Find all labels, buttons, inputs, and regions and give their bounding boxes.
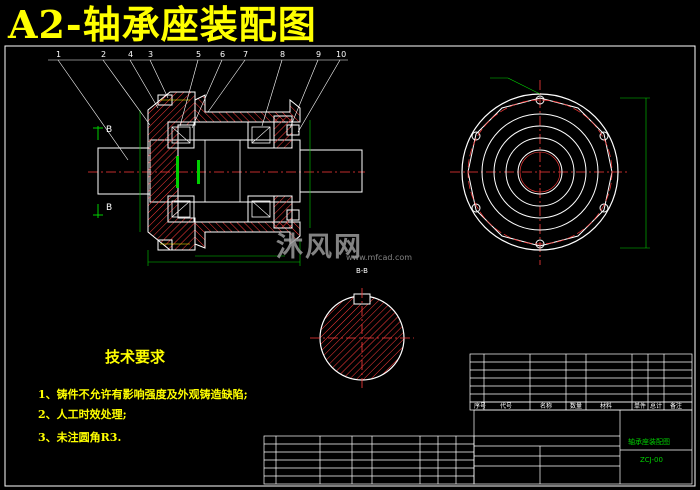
drawing-title: A2-轴承座装配图 — [8, 2, 317, 47]
balloon-5: 5 — [196, 50, 201, 59]
balloon-9: 9 — [316, 50, 321, 59]
title-block-text: 序号 代号 名称 数量 材料 单件 总计 备注 轴承座装配图 ZCJ-00 — [474, 402, 682, 464]
header-material: 材料 — [600, 402, 612, 410]
tech-req-title: 技术要求 — [105, 348, 166, 366]
side-view — [450, 77, 650, 265]
balloon-1: 1 — [56, 50, 61, 59]
section-label-top: B — [106, 125, 112, 135]
watermark-url: www.mfcad.com — [346, 253, 413, 262]
title-block — [263, 353, 693, 485]
balloon-8: 8 — [280, 50, 285, 59]
header-code: 代号 — [500, 402, 512, 410]
balloon-3: 3 — [148, 50, 153, 59]
header-total: 总计 — [650, 402, 662, 410]
header-remark: 备注 — [670, 402, 682, 410]
section-label-bottom: B — [106, 203, 112, 213]
balloon-10: 10 — [336, 50, 346, 59]
watermark-text: 沐风网 — [276, 232, 363, 263]
header-unit: 单件 — [634, 402, 646, 410]
header-name: 名称 — [540, 402, 552, 410]
balloon-2: 2 — [101, 50, 106, 59]
header-qty: 数量 — [570, 402, 582, 410]
drawing-no: ZCJ-00 — [640, 456, 663, 464]
part-balloons: 1 2 4 3 5 6 7 8 9 10 — [48, 50, 348, 161]
header-seq: 序号 — [474, 402, 486, 410]
section-b-b: B-B — [310, 267, 414, 390]
tech-req-item-3: 3、未注圆角R3. — [38, 431, 122, 444]
balloon-7: 7 — [243, 50, 248, 59]
drawing-name: 轴承座装配图 — [628, 437, 670, 446]
balloon-6: 6 — [220, 50, 225, 59]
tech-req-item-2: 2、人工时效处理; — [38, 408, 127, 421]
tech-req-item-1: 1、铸件不允许有影响强度及外观铸造缺陷; — [38, 388, 248, 401]
balloon-4: 4 — [128, 50, 133, 59]
assembly-section-view: B B — [88, 91, 365, 266]
drawing-border — [4, 45, 696, 487]
section-view-label: B-B — [356, 267, 368, 275]
